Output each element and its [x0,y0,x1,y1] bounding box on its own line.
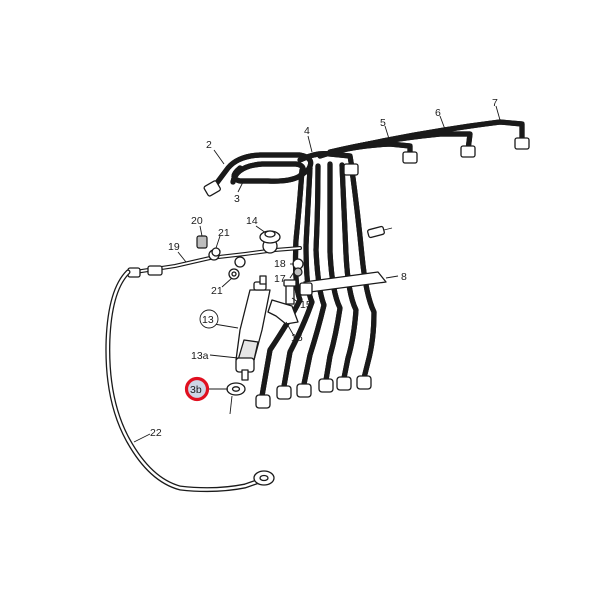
label-7: 7 [492,97,498,109]
label-8: 8 [401,271,407,283]
label-22: 22 [150,427,162,439]
label-5: 5 [380,117,386,129]
banjo-fitting [259,230,281,244]
lower-union-nuts [255,375,372,409]
highlight-ring [184,376,210,402]
label-16: 16 [291,332,303,344]
label-3b: 3b [190,384,202,396]
injector [235,275,271,381]
label-13a: 13a [191,350,209,362]
label-13: 13 [202,314,214,326]
label-19: 19 [168,241,180,253]
pipe-bundle [210,119,525,399]
label-17: 17 [274,273,286,285]
copper-washer [226,382,246,396]
label-2: 2 [206,139,212,151]
return-line [127,238,302,278]
label-18: 18 [274,258,286,270]
part-labels: 2 3 4 5 6 7 8 14 20 21 19 21 18 17 15 16… [150,97,498,439]
label-4: 4 [304,125,310,137]
upper-union-nuts [203,137,530,197]
label-15: 15 [300,299,312,311]
pipe-clamp [299,271,399,296]
bleed-fitting [367,225,393,239]
label-3: 3 [234,193,240,205]
label-20: 20 [191,215,203,227]
injector-clamp [267,279,299,325]
label-14: 14 [246,215,258,227]
banjo-bolt [196,235,208,249]
label-21-lower: 21 [211,285,223,297]
label-21-upper: 21 [218,227,230,239]
label-6: 6 [435,107,441,119]
leader-lines [133,105,501,443]
leak-off-hose [105,269,275,493]
small-fittings-17-18 [292,258,304,277]
highlighted-callout-3b: 3b [184,376,210,402]
label-13-circle [199,309,219,329]
